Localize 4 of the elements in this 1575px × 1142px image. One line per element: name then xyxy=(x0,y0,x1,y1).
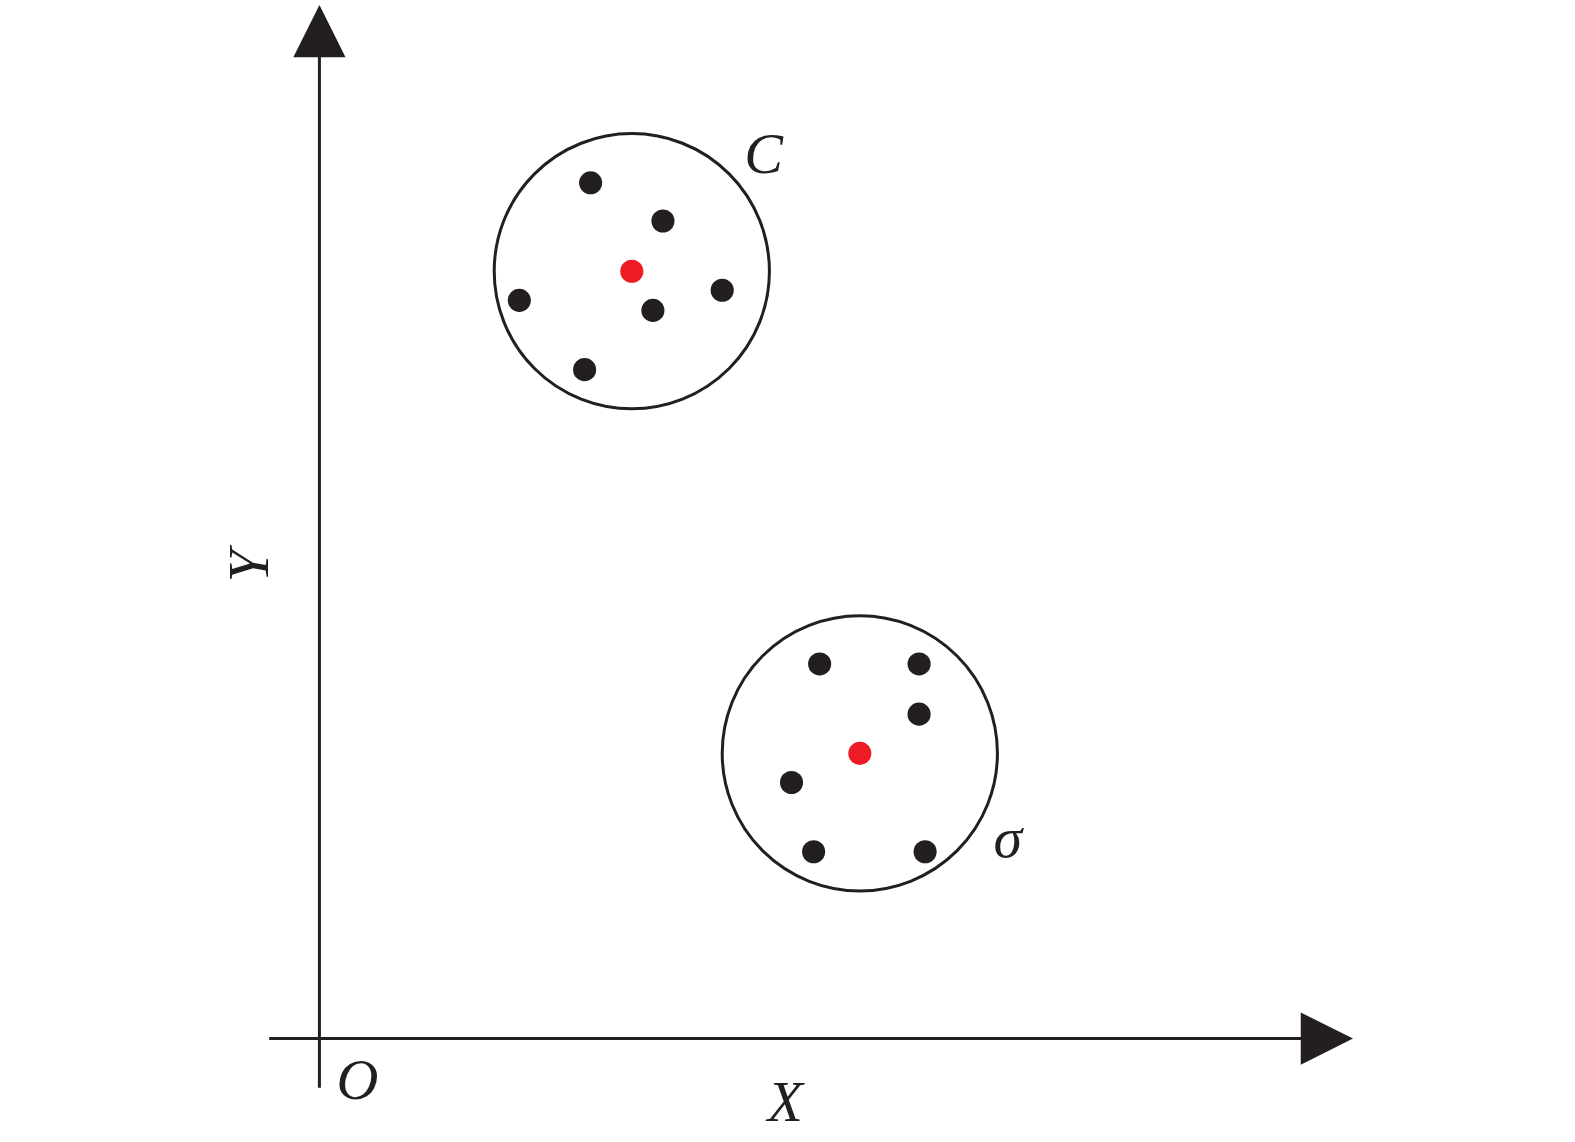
cluster-label: σ xyxy=(993,808,1022,867)
x-axis-label: X xyxy=(767,1072,803,1131)
origin-label: O xyxy=(336,1050,379,1109)
cluster-label: C xyxy=(744,124,783,183)
